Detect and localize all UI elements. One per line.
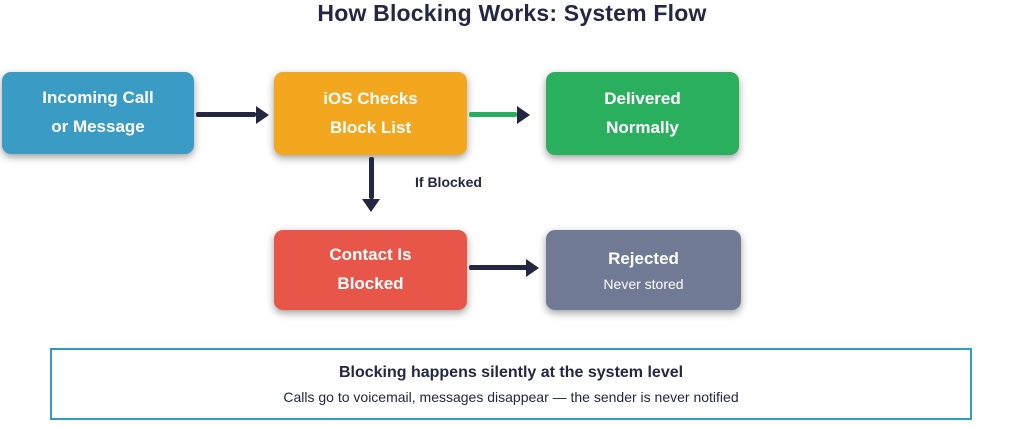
node-rejected-line2: Never stored — [603, 275, 684, 292]
diagram-title: How Blocking Works: System Flow — [317, 0, 707, 26]
arrow-right-icon — [256, 106, 269, 124]
arrow-right-icon — [526, 259, 539, 277]
connector-blocked-to-rejected-line — [469, 265, 529, 270]
node-contact-is-blocked: Contact Is Blocked — [274, 230, 467, 310]
arrow-right-icon — [517, 106, 530, 124]
node-rejected-line1: Rejected — [608, 249, 679, 269]
node-incoming-line2: or Message — [51, 117, 145, 136]
node-ios-checks-block-list: iOS Checks Block List — [274, 72, 467, 155]
note-secondary-text: Calls go to voicemail, messages disappea… — [283, 388, 739, 405]
node-rejected: Rejected Never stored — [546, 230, 741, 310]
node-incoming-call: Incoming Call or Message — [2, 72, 194, 154]
node-blocked-line2: Blocked — [337, 274, 404, 293]
connector-incoming-to-check-line — [196, 112, 256, 117]
node-delivered-line1: Delivered — [604, 88, 681, 108]
note-primary-text: Blocking happens silently at the system … — [338, 363, 684, 381]
node-incoming-line1: Incoming Call — [42, 88, 154, 108]
node-delivered-line2: Normally — [606, 117, 679, 137]
connector-check-to-delivered-line — [469, 112, 517, 117]
arrow-down-icon — [362, 199, 380, 212]
connector-if-blocked-label: If Blocked — [415, 174, 482, 190]
node-blocked-line1: Contact Is — [329, 245, 412, 265]
key-note-box: Blocking happens silently at the system … — [50, 348, 972, 420]
node-check-line1: iOS Checks — [323, 88, 418, 108]
node-delivered-normally: Delivered Normally — [546, 72, 739, 155]
node-check-line2: Block List — [329, 117, 412, 137]
connector-check-to-blocked-line — [369, 157, 374, 199]
